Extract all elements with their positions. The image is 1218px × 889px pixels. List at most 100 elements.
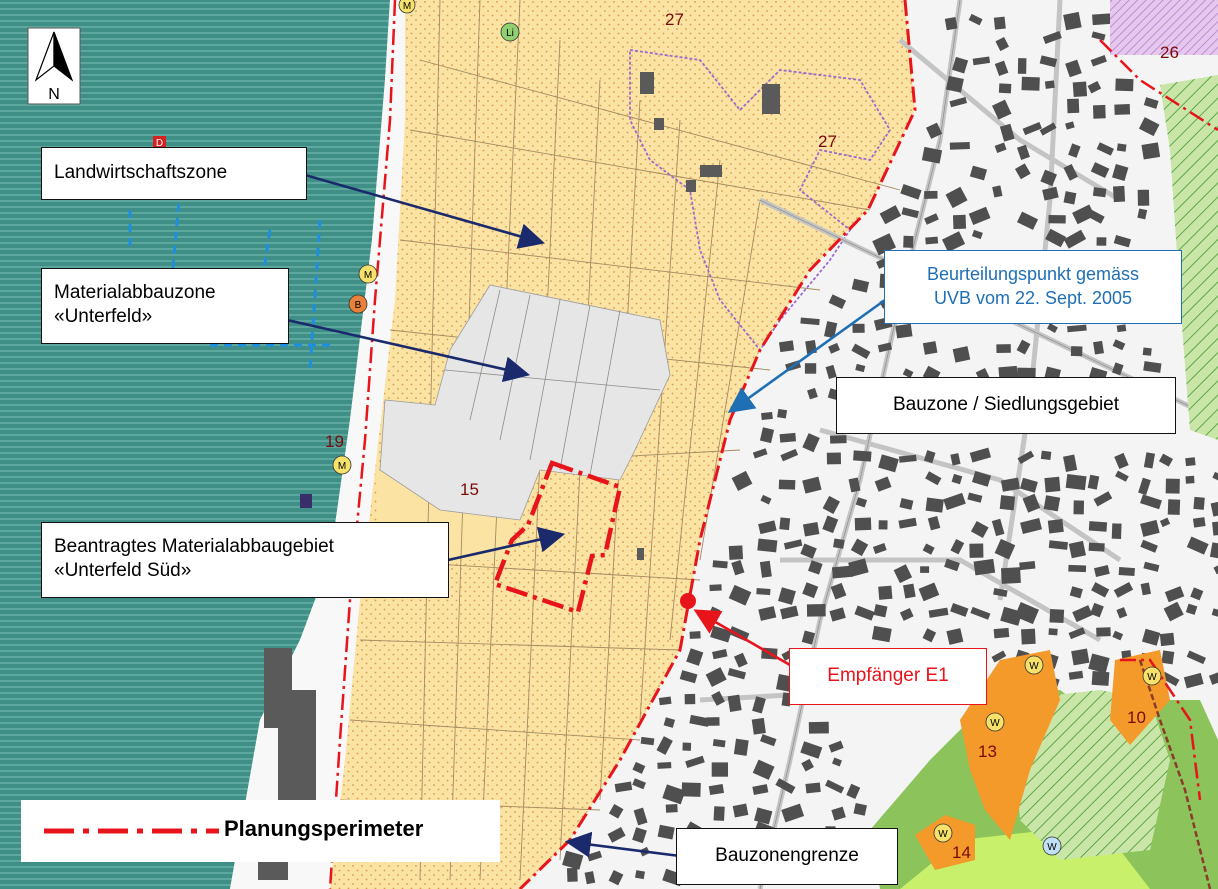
symbol-w-4: W [933, 823, 953, 843]
building [1071, 648, 1090, 666]
building [969, 543, 984, 558]
building [731, 470, 753, 491]
building [944, 17, 958, 31]
building [1112, 339, 1126, 351]
building [1112, 630, 1124, 641]
building [1115, 78, 1134, 92]
building [1190, 587, 1204, 601]
building [1048, 628, 1058, 636]
building [893, 564, 913, 584]
north-arrow: N [27, 27, 81, 105]
building [851, 278, 870, 293]
building [754, 807, 773, 825]
building [1167, 499, 1181, 515]
map-symbols: M B M M Li W W W W W D [153, 0, 1162, 856]
building [1091, 671, 1110, 686]
building [1163, 601, 1184, 622]
building [711, 690, 725, 706]
label-beantragtes-materialabbaugebiet: Beantragtes Materialabbaugebiet «Unterfe… [41, 522, 449, 598]
building [682, 742, 692, 751]
building [802, 433, 820, 453]
building [728, 584, 752, 606]
building [1115, 470, 1129, 482]
building [752, 448, 768, 459]
legend-line-symbol [44, 828, 219, 834]
building [1114, 104, 1131, 115]
arrow-bauzonengrenze [564, 831, 681, 858]
label-landwirtschaftszone: Landwirtschaftszone [41, 147, 307, 200]
building [640, 736, 655, 746]
building [681, 782, 701, 797]
building [928, 607, 949, 618]
building [1088, 521, 1108, 532]
building [685, 755, 705, 768]
svg-text:M: M [364, 270, 372, 281]
building [878, 520, 888, 530]
building [1065, 473, 1087, 491]
svg-text:W: W [990, 718, 1000, 729]
building [1138, 477, 1151, 496]
building [1186, 536, 1209, 555]
building [752, 784, 769, 796]
building [1090, 602, 1104, 618]
building [949, 141, 970, 150]
building [992, 185, 1003, 198]
svg-text:W: W [938, 829, 948, 840]
building-zone-boundary [518, 0, 917, 889]
svg-text:W: W [1029, 661, 1039, 672]
building [973, 558, 996, 576]
building [1043, 495, 1061, 512]
building [806, 604, 826, 617]
square-marker [300, 494, 312, 508]
building [992, 99, 1012, 120]
building [1019, 477, 1038, 493]
symbol-w-1: W [1024, 655, 1044, 675]
svg-text:W: W [1047, 842, 1057, 853]
building [801, 758, 814, 772]
water-zone [0, 0, 390, 889]
building [1016, 211, 1039, 230]
empfaenger-text: Empfänger E1 [827, 665, 949, 686]
building [1192, 517, 1206, 528]
building [1140, 539, 1158, 553]
building [708, 784, 725, 796]
building [1186, 650, 1206, 665]
building [943, 492, 966, 511]
building [800, 741, 823, 759]
building [1046, 323, 1058, 333]
building [995, 36, 1010, 52]
building [993, 627, 1010, 639]
building [783, 539, 803, 550]
building [760, 494, 772, 505]
building [752, 759, 775, 780]
svg-text:B: B [355, 300, 362, 311]
building [1073, 500, 1085, 515]
building [1161, 671, 1180, 687]
building [877, 342, 893, 353]
building [879, 205, 902, 225]
building [705, 667, 727, 687]
building [1022, 121, 1042, 136]
svg-text:M: M [403, 1, 411, 12]
building [731, 560, 745, 576]
building [633, 807, 648, 826]
building [1017, 58, 1027, 74]
building [759, 560, 772, 578]
building [587, 850, 603, 862]
building [1143, 361, 1162, 373]
zone-number-10: 10 [1127, 708, 1146, 727]
building [970, 520, 989, 538]
building [1067, 98, 1080, 114]
building [1022, 493, 1041, 513]
building [758, 606, 777, 621]
building [1000, 567, 1021, 584]
svg-text:W: W [1147, 672, 1157, 683]
north-arrow-letter: N [48, 86, 60, 103]
building [949, 97, 967, 108]
building [925, 236, 939, 245]
building [952, 346, 971, 363]
beurteilungspunkt-line1: Beurteilungspunkt gemäss [926, 264, 1140, 284]
building [952, 56, 969, 74]
building [950, 539, 965, 555]
building [828, 342, 841, 354]
